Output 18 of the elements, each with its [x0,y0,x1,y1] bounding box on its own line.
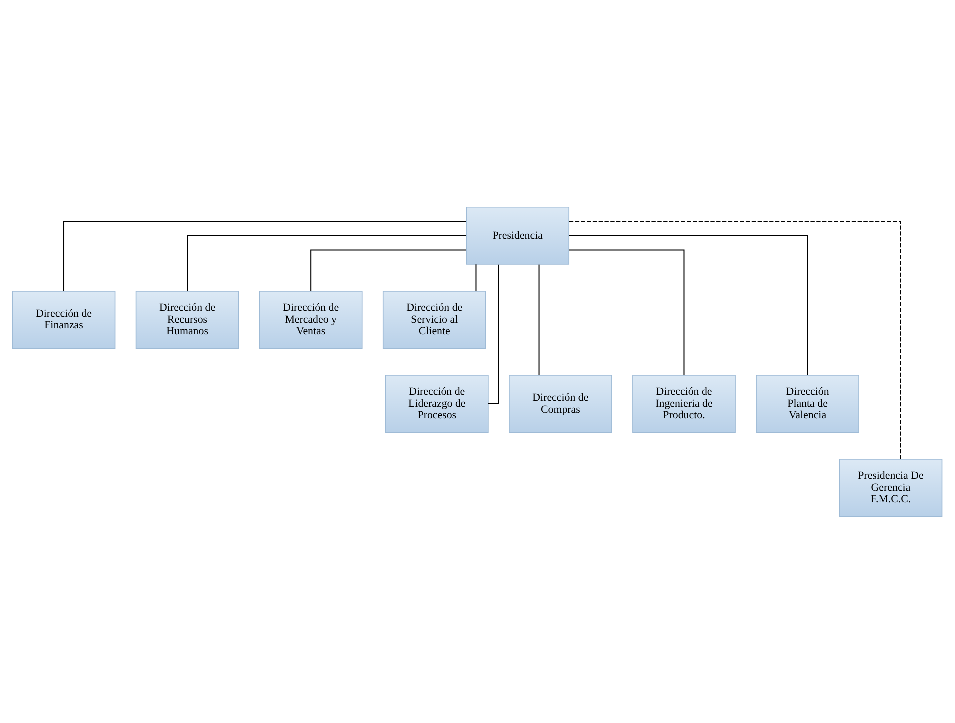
connector [310,249,466,291]
node-box: Dirección de Recursos Humanos [136,290,240,348]
node-box: Dirección de Compras [509,374,612,433]
connector [538,264,540,375]
node-box: Presidencia De Gerencia F.M.C.C. [839,458,943,517]
node-box: Dirección de Liderazgo de Procesos [385,374,489,433]
node-box: Dirección Planta de Valencia [756,374,860,433]
connector [187,234,466,291]
node-box: Presidencia [466,206,570,264]
node-box: Dirección de Mercadeo y Ventas [259,290,363,348]
connector [569,249,685,375]
node-box: Dirección de Ingenieria de Producto. [632,374,736,433]
connector [476,264,477,291]
connector [569,220,902,459]
connector [569,234,808,375]
node-box: Dirección de Servicio al Cliente [382,290,486,348]
connector [64,220,466,291]
node-box: Dirección de Finanzas [12,290,116,348]
